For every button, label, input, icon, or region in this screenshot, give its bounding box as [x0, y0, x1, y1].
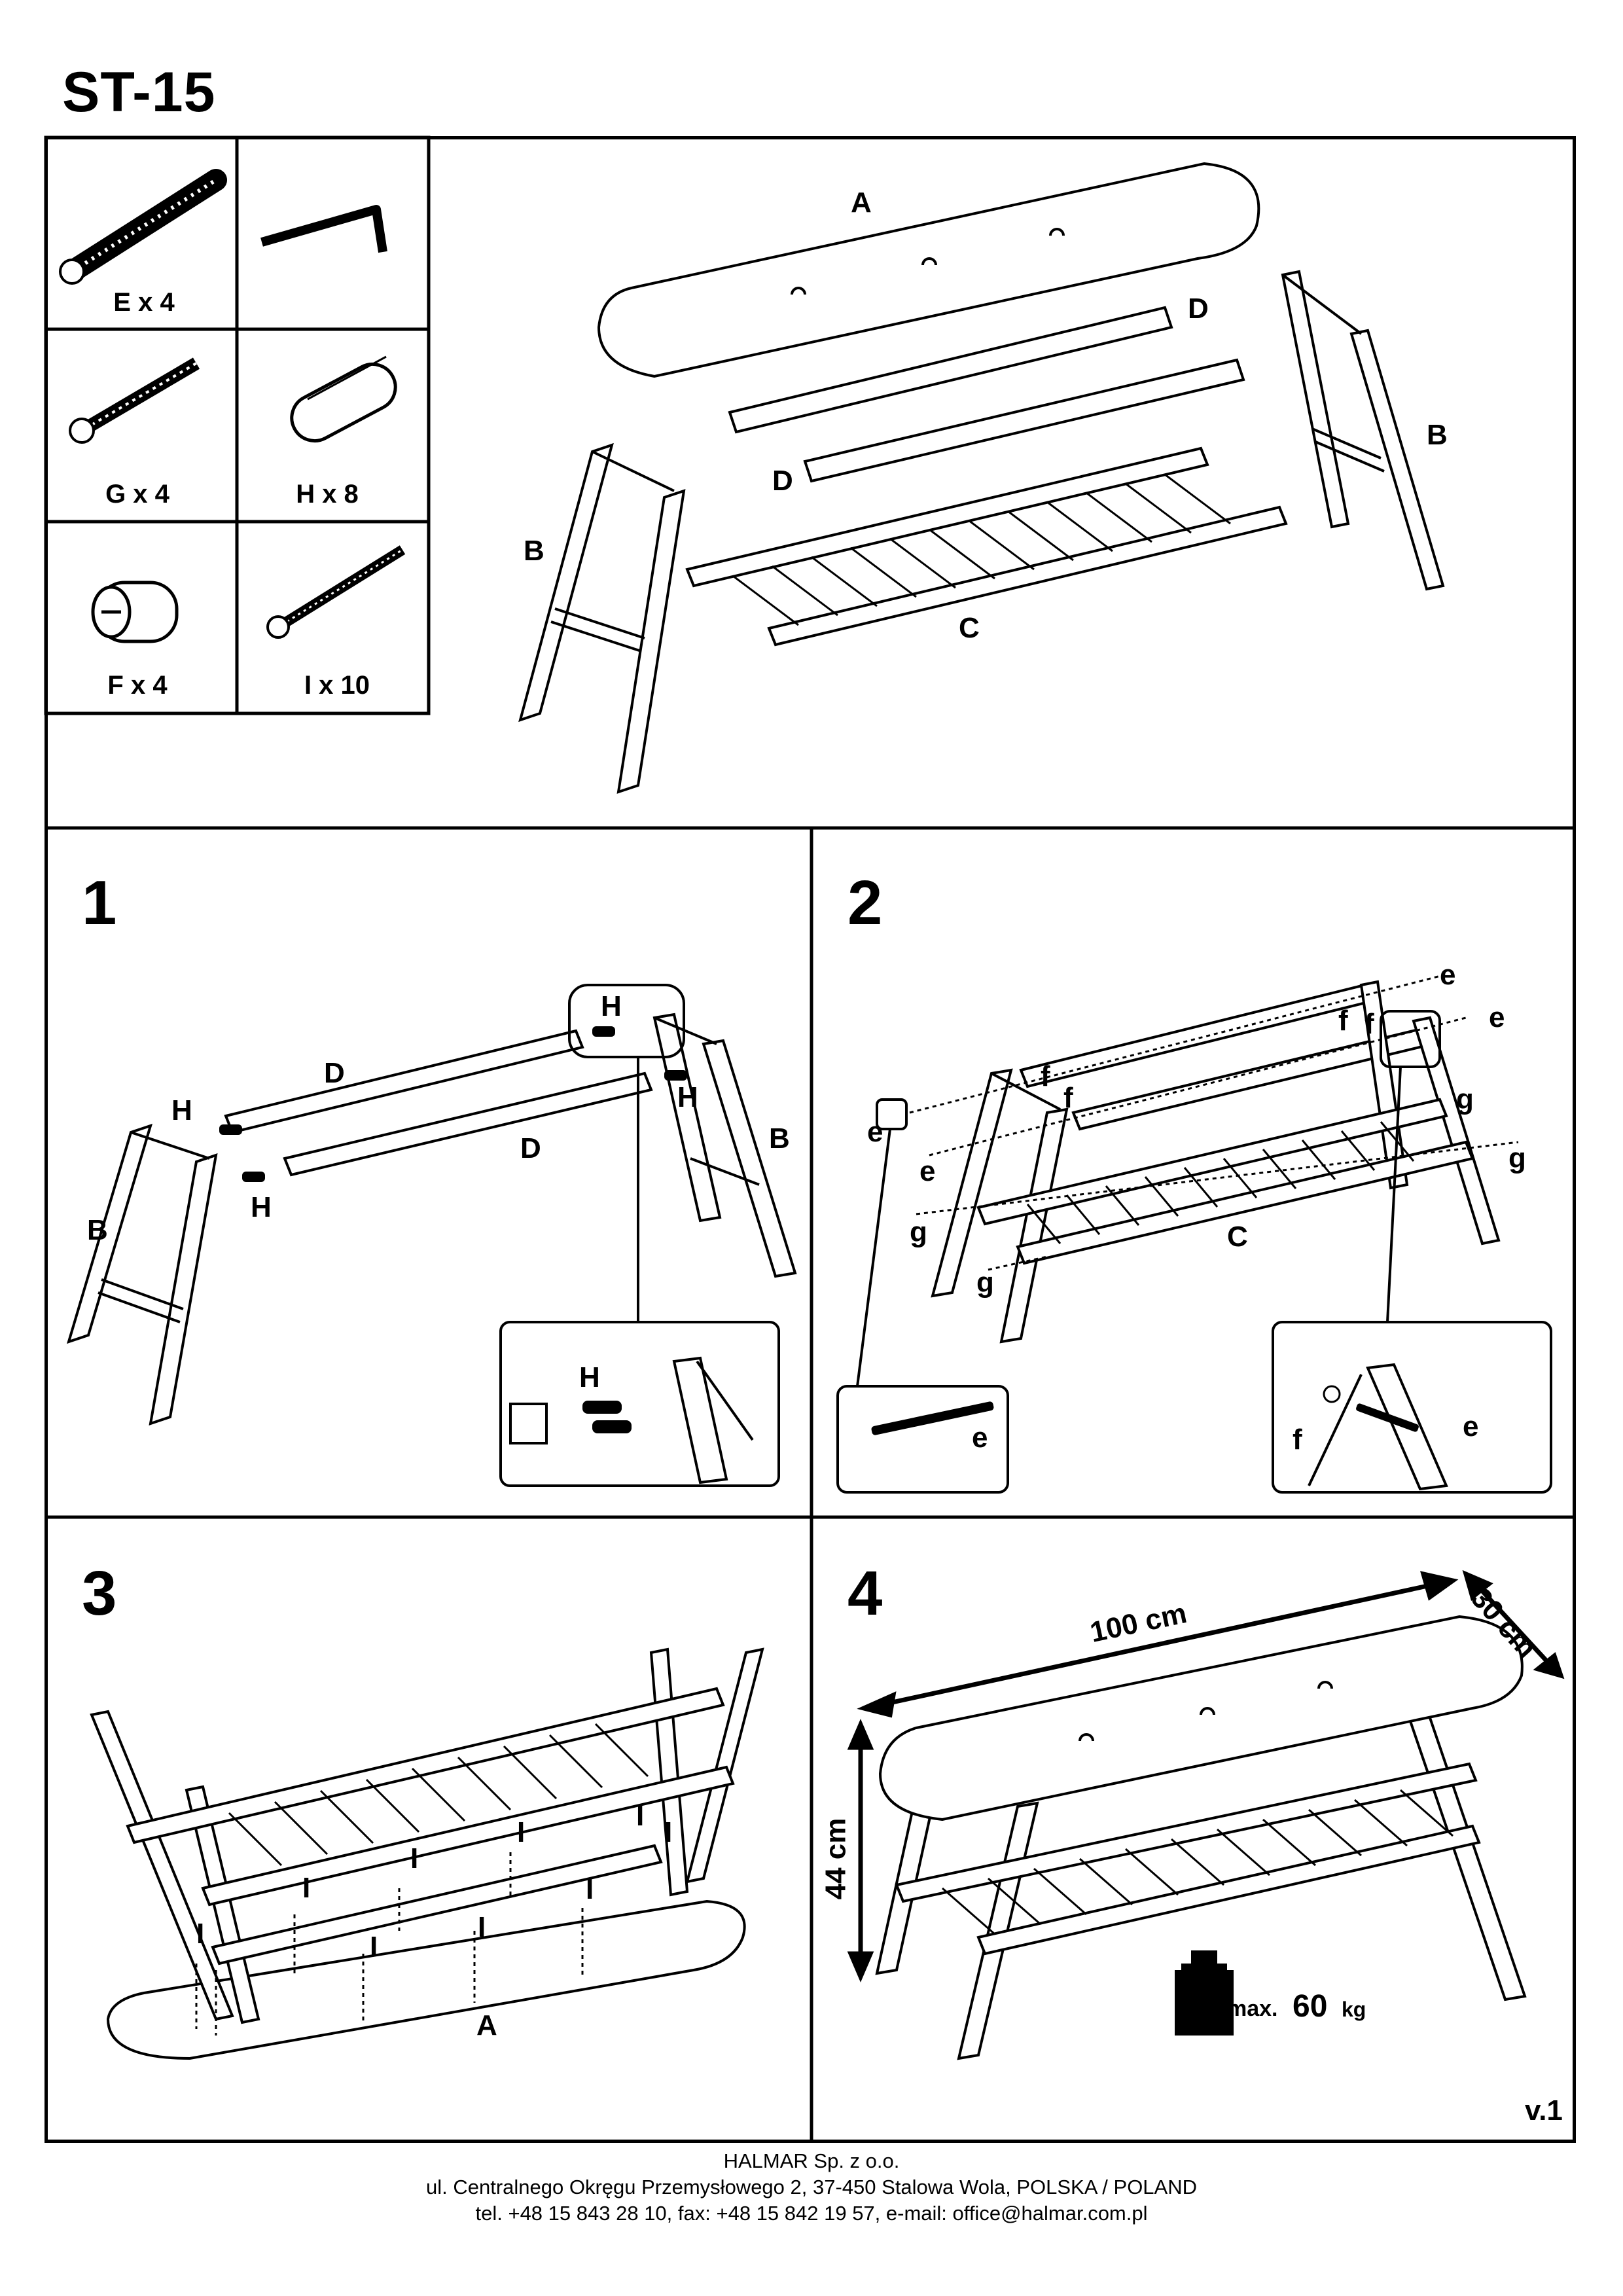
- footer-contact: tel. +48 15 843 28 10, fax: +48 15 842 1…: [475, 2202, 1148, 2225]
- s2-label-g-3: g: [910, 1216, 927, 1248]
- s4-max-unit: kg: [1342, 1998, 1366, 2021]
- component-label-a: A: [851, 187, 872, 219]
- component-label-d-bottom: D: [772, 465, 793, 497]
- allen-key-icon: [260, 205, 387, 253]
- s1-label-h-left-bottom: H: [251, 1191, 272, 1223]
- s2-label-e-4: e: [919, 1155, 936, 1187]
- version-label: v.1: [1525, 2094, 1563, 2126]
- step-number-4: 4: [847, 1558, 883, 1628]
- s2-label-f-2: f: [1364, 1008, 1374, 1040]
- component-label-c: C: [959, 612, 980, 644]
- component-label-d-top: D: [1188, 293, 1209, 325]
- s2-label-f-3: f: [1041, 1060, 1050, 1092]
- s3-label-i-2: I: [664, 1816, 673, 1848]
- s1-label-h-left-top: H: [171, 1094, 192, 1126]
- step4-drawing: [875, 1615, 1527, 2060]
- legs-b-drawing: [518, 270, 1445, 794]
- s3-label-i-5: I: [302, 1872, 311, 1904]
- s3-label-i-1: I: [636, 1800, 645, 1832]
- dowel-icon: [290, 355, 397, 442]
- s1-label-h-right: H: [677, 1081, 698, 1113]
- step2-drawing: [836, 980, 1552, 1494]
- footer-company: HALMAR Sp. z o.o.: [723, 2149, 900, 2172]
- s3-label-i-4: I: [410, 1842, 419, 1874]
- s2-label-e-detail-right: e: [1463, 1410, 1479, 1443]
- step3-drawing: [90, 1647, 764, 2060]
- dowels-h-step1: [219, 1026, 687, 1433]
- shelf-c-drawing: [685, 446, 1288, 647]
- component-label-b-right: B: [1427, 419, 1448, 451]
- s2-label-e-2: e: [1489, 1001, 1505, 1033]
- s1-label-h-detail-top: H: [601, 990, 622, 1022]
- s3-label-i-9: I: [196, 1918, 205, 1950]
- s2-label-e-detail-left: e: [972, 1422, 988, 1454]
- s3-label-i-3: I: [517, 1816, 526, 1848]
- part-label-cam-nut: F x 4: [107, 671, 168, 700]
- s4-max-value: 60: [1293, 1989, 1328, 2024]
- s1-label-b-right: B: [769, 1122, 790, 1155]
- tabletop-a-drawing: [597, 162, 1260, 378]
- part-label-bolt: E x 4: [113, 288, 175, 317]
- step-number-2: 2: [847, 868, 883, 938]
- step2-bolts: [871, 1385, 1419, 1435]
- screw-icon: [266, 545, 406, 639]
- s2-label-c: C: [1227, 1221, 1248, 1253]
- s2-label-g-1: g: [1456, 1083, 1474, 1115]
- rails-d-drawing: [728, 306, 1245, 483]
- s2-label-e-1: e: [1440, 959, 1456, 991]
- part-label-screw: I x 10: [304, 671, 370, 700]
- weight-icon: [1175, 1950, 1234, 2036]
- step-number-3: 3: [82, 1558, 117, 1628]
- s1-label-d-bottom: D: [520, 1132, 541, 1164]
- s2-label-f-detail: f: [1293, 1424, 1302, 1456]
- s1-label-b-left: B: [87, 1214, 108, 1246]
- s3-label-i-6: I: [586, 1873, 594, 1905]
- step3-screw-guides: [195, 1852, 584, 2036]
- s2-label-e-3: e: [867, 1116, 883, 1148]
- s3-label-i-8: I: [370, 1931, 378, 1963]
- s2-label-f-4: f: [1063, 1082, 1073, 1114]
- dimension-arrows: [847, 1570, 1565, 1982]
- step1-drawing: [66, 984, 797, 1487]
- part-label-dowel: H x 8: [296, 480, 359, 509]
- model-title: ST-15: [62, 61, 216, 124]
- wood-screw-icon: [69, 357, 200, 444]
- step-number-1: 1: [82, 868, 117, 938]
- part-label-wood-screw: G x 4: [105, 480, 169, 509]
- s2-label-g-4: g: [976, 1266, 994, 1299]
- cam-nut-icon: [91, 581, 179, 643]
- s4-max-label: max.: [1227, 1996, 1278, 2021]
- step2-dashed-guides: [909, 974, 1519, 1271]
- s4-height-label: 44 cm: [819, 1818, 852, 1900]
- s3-label-a: A: [476, 2009, 497, 2041]
- s3-label-i-7: I: [478, 1911, 486, 1943]
- s2-label-g-2: g: [1508, 1142, 1526, 1174]
- s2-label-f-1: f: [1338, 1005, 1348, 1037]
- s1-label-d-top: D: [324, 1057, 345, 1089]
- s1-label-h-detail: H: [579, 1361, 600, 1393]
- bolt-icon: [59, 169, 227, 285]
- component-label-b-left: B: [524, 535, 544, 567]
- footer-address: ul. Centralnego Okręgu Przemysłowego 2, …: [425, 2176, 1197, 2198]
